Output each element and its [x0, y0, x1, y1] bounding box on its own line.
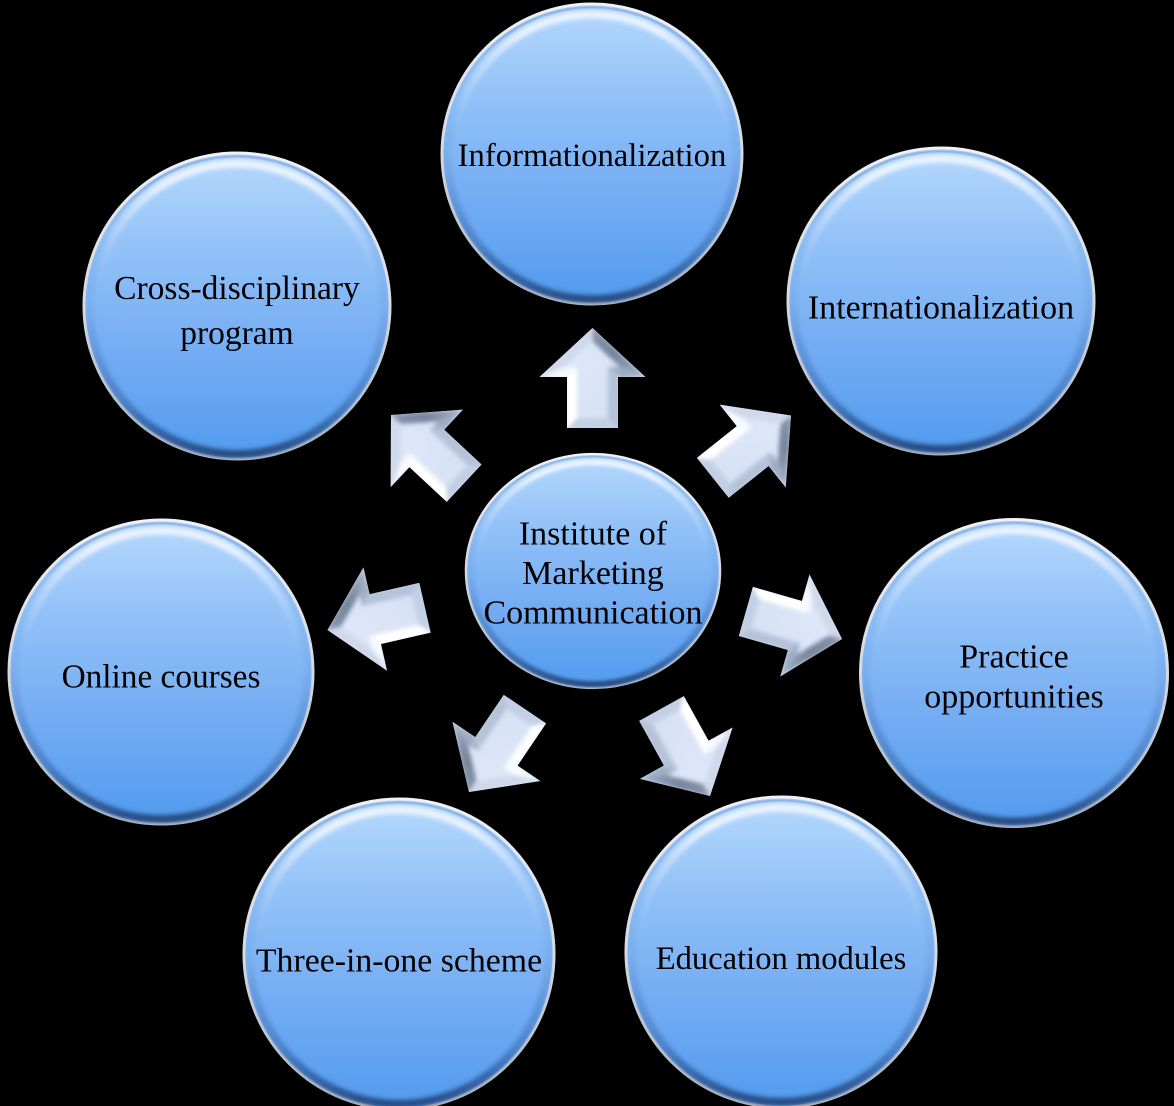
svg-text:Cross-disciplinary: Cross-disciplinary [114, 270, 360, 307]
svg-text:opportunities: opportunities [924, 679, 1103, 716]
svg-text:Communication: Communication [483, 595, 702, 632]
svg-text:Practice: Practice [959, 639, 1069, 676]
svg-text:Informationalization: Informationalization [458, 138, 727, 174]
svg-text:Education modules: Education modules [656, 941, 907, 977]
svg-text:Institute of: Institute of [519, 516, 668, 553]
svg-text:program: program [180, 315, 294, 352]
svg-text:Three-in-one scheme: Three-in-one scheme [256, 943, 542, 980]
svg-text:Internationalization: Internationalization [808, 290, 1074, 327]
svg-text:Marketing: Marketing [522, 555, 664, 592]
svg-text:Online courses: Online courses [62, 659, 261, 696]
